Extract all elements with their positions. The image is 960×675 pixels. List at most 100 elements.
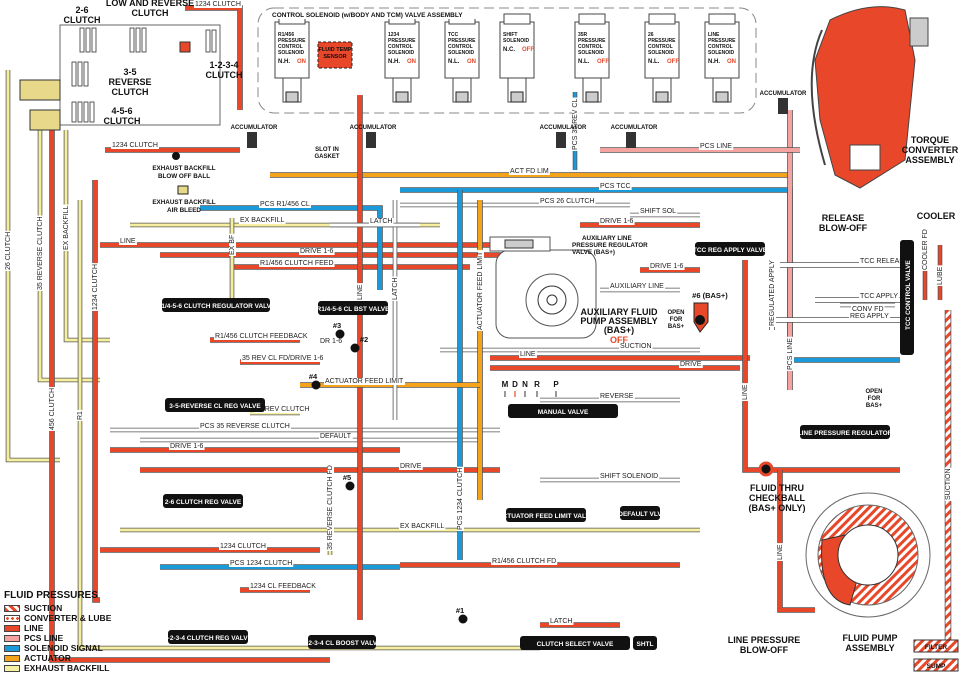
exhaust-air-bleed xyxy=(177,185,189,195)
solenoid-type: N.L. xyxy=(648,59,660,65)
fluid-pump xyxy=(805,492,931,618)
passage-drive-16-h-label: DRIVE 1-6 xyxy=(300,248,334,255)
cooler-label: COOLER xyxy=(917,211,956,221)
passage-26-clutch xyxy=(6,70,60,462)
passage-pcs-line-label: PCS LINE xyxy=(787,338,794,370)
checkball-label: #2 xyxy=(360,335,368,344)
35-reverse-cl-reg-valve-label: 3-5-REVERSE CL REG VALVE xyxy=(169,403,261,410)
manual-valve[interactable]: MANUAL VALVE xyxy=(508,404,618,418)
checkballs: #1#2#3#4#5 xyxy=(309,321,468,624)
line-pressure-regulator[interactable]: LINE PRESSURE REGULATOR xyxy=(798,425,893,439)
26-clutch-reg-valve-label: 2-6 CLUTCH REG VALVE xyxy=(165,499,242,506)
tcc-reg-apply-valve[interactable]: TCC REG APPLY VALVE xyxy=(693,242,768,256)
r1456-clutch-regulator-valve[interactable]: R1/4-5-6 CLUTCH REGULATOR VALVE xyxy=(157,298,276,312)
passage-tcc-apply-label: TCC APPLY xyxy=(860,293,898,300)
clutch-select-valve[interactable]: CLUTCH SELECT VALVE xyxy=(520,636,630,650)
tcc-control-valve[interactable]: TCC CONTROL VALVE xyxy=(900,240,914,355)
passage-35-reverse-clutch xyxy=(38,130,100,382)
accumulator-label: ACCUMULATOR xyxy=(231,125,278,131)
passage-drive-16-aux-label: DRIVE 1-6 xyxy=(600,218,634,225)
solenoid-name: CONTROL xyxy=(278,44,303,50)
26-clutch-reg-valve[interactable]: 2-6 CLUTCH REG VALVE xyxy=(163,494,243,508)
passage-pcs-35-reverse-clutch-label: PCS 35 REVERSE CLUTCH xyxy=(200,423,290,430)
1234-cl-boost-valve-label: 1-2-3-4 CL BOOST VALVE xyxy=(303,640,382,647)
gear-position-label: N xyxy=(522,380,528,389)
solenoid-name: 35R xyxy=(578,32,588,38)
solenoid-name: SOLENOID xyxy=(648,50,675,56)
passage-1234-clutch-up-label: 1234 CLUTCH xyxy=(195,1,241,8)
gear-position-label: R xyxy=(534,380,540,389)
legend-swatch xyxy=(4,654,20,662)
passage-line-vertical-label: LINE xyxy=(357,284,364,300)
passage-1234-cl-feedback-label: 1234 CL FEEDBACK xyxy=(250,583,316,590)
checkball xyxy=(311,380,321,390)
passage-suction-label: SUCTION xyxy=(620,343,652,350)
solenoid-name: 1234 xyxy=(388,32,399,38)
solenoid-name: TCC xyxy=(448,32,459,38)
checkball-label: #5 xyxy=(343,473,351,482)
solenoid-name: SOLENOID xyxy=(388,50,415,56)
default-valve[interactable]: DEFAULT VLV xyxy=(618,506,662,520)
legend-swatch xyxy=(4,614,20,622)
passage-r1456-feedback-label: R1/456 CLUTCH FEEDBACK xyxy=(215,333,308,340)
passage-35-rev-cl-fd-drive-label: 35 REV CL FD/DRIVE 1-6 xyxy=(242,355,324,362)
passage-tcc-release-label: TCC RELEASE xyxy=(860,258,909,265)
passage-ex-backfill-low-label: EX BACKFILL xyxy=(400,523,444,530)
actuator-feed-limit-valve[interactable]: ACTUATOR FEED LIMIT VALVE xyxy=(498,508,595,522)
r1456-cl-bst-valve[interactable]: R1/4-5-6 CL BST VALVE xyxy=(317,301,391,315)
passage-cooler-fd-label: COOLER FD xyxy=(922,229,929,270)
solenoid-name: SOLENOID xyxy=(578,50,605,56)
solenoid-name: CONTROL xyxy=(648,44,673,50)
shuttle-label[interactable]: SHTL xyxy=(633,636,657,650)
filter-box xyxy=(913,639,959,653)
solenoid-name: CONTROL xyxy=(388,44,413,50)
solenoid-name: PRESSURE xyxy=(648,38,676,44)
accumulator-group xyxy=(247,98,788,148)
legend-item: PCS LINE xyxy=(4,633,111,643)
solenoid-type: N.H. xyxy=(278,59,290,65)
legend-item: ACTUATOR xyxy=(4,653,111,663)
legend-label: SOLENOID SIGNAL xyxy=(24,643,103,653)
passage-shift-sol-label: SHIFT SOL xyxy=(640,208,676,215)
legend-title: FLUID PRESSURES xyxy=(4,590,98,601)
legend-label: CONVERTER & LUBE xyxy=(24,613,112,623)
r1456-clutch-regulator-valve-label: R1/4-5-6 CLUTCH REGULATOR VALVE xyxy=(157,303,276,310)
1234-cl-boost-valve[interactable]: 1-2-3-4 CL BOOST VALVE xyxy=(303,635,382,649)
solenoid-name: R1/456 xyxy=(278,32,294,38)
solenoid-name: PRESSURE xyxy=(578,38,606,44)
accumulator-label: ACCUMULATOR xyxy=(611,125,658,131)
passage-drive-16-label: DRIVE 1-6 xyxy=(170,443,204,450)
passage-shift-solenoid-label: SHIFT SOLENOID xyxy=(600,473,658,480)
35-reverse-cl-reg-valve[interactable]: 3-5-REVERSE CL REG VALVE xyxy=(165,398,265,412)
passage-line-pump-label: LINE xyxy=(777,544,784,560)
passage-26-clutch-label: 26 CLUTCH xyxy=(5,232,12,270)
solenoid-name: PRESSURE xyxy=(388,38,416,44)
manual-valve-label: MANUAL VALVE xyxy=(538,409,589,416)
legend-swatch xyxy=(4,604,20,612)
sump-label: SUMP xyxy=(927,663,946,670)
passage-1234-clutch-low-label: 1234 CLUTCH xyxy=(220,543,266,550)
passage-actuator-feed-limit-v-label: ACTUATOR FEED LIMIT xyxy=(477,251,484,330)
solenoid-assembly-outline xyxy=(257,7,757,114)
passage-pcs-1234-label: PCS 1234 CLUTCH xyxy=(230,560,292,567)
1234-clutch-reg-valve[interactable]: 1-2-3-4 CLUTCH REG VALVE xyxy=(164,630,253,644)
passage-ex-backfill xyxy=(64,130,110,342)
solenoid-state: ON xyxy=(467,59,476,65)
gear-position-label: M xyxy=(502,380,509,389)
auxiliary-pump xyxy=(489,236,597,339)
1234-clutch-reg-valve-label: 1-2-3-4 CLUTCH REG VALVE xyxy=(164,635,253,642)
